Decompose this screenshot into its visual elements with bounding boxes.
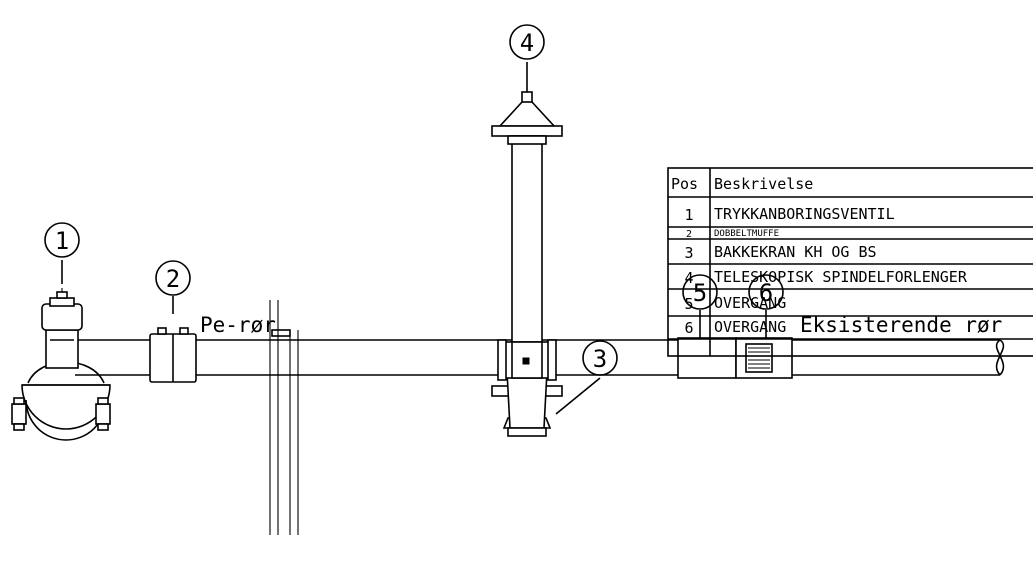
table-row-1-pos: 1 [684,206,693,224]
double-coupling [149,296,197,383]
callout-1-number: 1 [55,227,69,255]
callout-6-number: 6 [759,279,773,307]
table-row-5-pos: 5 [684,295,693,313]
callout-2: 2 [155,260,191,296]
table-row-5-desc: OVERGANG [714,294,786,312]
wall-break-lines [269,300,299,535]
callout-5-number: 5 [693,279,707,307]
callout-3: 3 [582,340,618,376]
table-row-1-desc: TRYKKANBORINGSVENTIL [714,205,895,223]
table-row-4-pos: 4 [684,269,693,287]
callout-2-number: 2 [166,265,180,293]
callout-6: 6 [748,274,784,310]
table-header-pos: Pos [671,175,698,193]
callout-5: 5 [682,274,718,310]
table-row-6-pos: 6 [684,319,693,337]
callout-4-number: 4 [520,29,534,57]
gate-valve [497,339,601,437]
callout-3-number: 3 [593,345,607,373]
parts-table: Pos Beskrivelse 1 TRYKKANBORINGSVENTIL 2… [667,167,1033,357]
table-row-2-desc: DOBBELTMUFFE [714,229,779,239]
callout-4: 4 [509,24,545,60]
telescopic-spindle-extension [491,62,563,397]
tapping-saddle-valve [11,260,111,441]
table-header-description: Beskrivelse [714,175,813,193]
table-row-3-pos: 3 [684,244,693,262]
table-row-2-pos: 2 [686,229,692,240]
transition-fittings [677,310,793,379]
callout-1: 1 [44,222,80,258]
table-row-3-desc: BAKKEKRAN KH OG BS [714,243,877,261]
pe-pipe-label: Pe-rør [200,313,276,337]
table-row-4-desc: TELESKOPISK SPINDELFORLENGER [714,268,968,286]
existing-pipe-label: Eksisterende rør [800,313,1002,337]
table-row-6-desc: OVERGANG [714,318,786,336]
